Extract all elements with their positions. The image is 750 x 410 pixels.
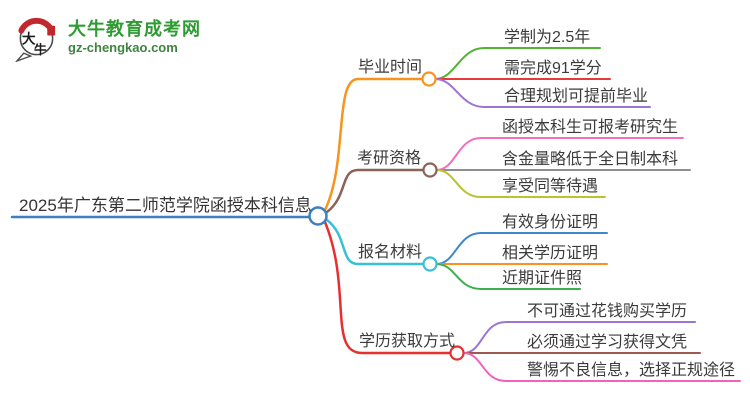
child-line bbox=[462, 352, 741, 382]
daniu-bull-icon: 大 牛 bbox=[15, 17, 56, 62]
child-label: 有效身份证明 bbox=[502, 214, 599, 231]
site-name: 大牛教育成考网 bbox=[68, 19, 201, 40]
child-line bbox=[435, 263, 581, 290]
icon-char-niu: 牛 bbox=[34, 42, 47, 57]
child-label: 近期证件照 bbox=[502, 270, 583, 287]
child-label: 需完成91学分 bbox=[504, 60, 602, 77]
child-line bbox=[435, 232, 608, 265]
child-label: 不可通过花钱购买学历 bbox=[527, 303, 688, 320]
branch-node-circle bbox=[421, 71, 437, 87]
child-label: 函授本科生可报考研究生 bbox=[502, 119, 679, 136]
child-label: 必须通过学习获得文凭 bbox=[527, 334, 688, 351]
branch-line bbox=[325, 218, 425, 266]
child-line bbox=[435, 137, 684, 171]
site-logo: 大 牛 大牛教育成考网 gz-chengkao.com bbox=[13, 13, 201, 62]
root-topic-label: 2025年广东第二师范学院函授本科信息 bbox=[19, 196, 312, 215]
branch-label: 毕业时间 bbox=[358, 59, 423, 76]
logo-text-block: 大牛教育成考网 gz-chengkao.com bbox=[68, 19, 201, 56]
child-line bbox=[435, 169, 606, 198]
child-label: 警惕不良信息，选择正规途径 bbox=[527, 362, 736, 379]
branch-node-circle bbox=[422, 256, 438, 272]
branch-line bbox=[323, 77, 424, 212]
red-seal bbox=[47, 25, 56, 36]
branch-node-circle bbox=[449, 345, 465, 361]
child-label: 合理规划可提前毕业 bbox=[504, 88, 649, 105]
child-line bbox=[462, 321, 696, 354]
child-label: 相关学历证明 bbox=[502, 245, 599, 262]
child-label: 含金量略低于全日制本科 bbox=[502, 151, 679, 168]
icon-char-da: 大 bbox=[22, 30, 36, 46]
branch-label: 学历获取方式 bbox=[359, 333, 456, 350]
child-line bbox=[434, 78, 651, 108]
child-label: 享受同等待遇 bbox=[502, 178, 599, 195]
site-url: gz-chengkao.com bbox=[68, 39, 178, 55]
branch-line bbox=[323, 220, 452, 355]
speech-bubble-tail bbox=[15, 52, 33, 62]
branch-label: 报名材料 bbox=[358, 244, 423, 261]
branch-node-circle bbox=[422, 162, 438, 178]
branch-line bbox=[325, 168, 425, 214]
child-label: 学制为2.5年 bbox=[504, 29, 591, 46]
branch-label: 考研资格 bbox=[357, 150, 422, 167]
root-node-circle bbox=[308, 206, 328, 226]
child-line bbox=[434, 47, 601, 80]
